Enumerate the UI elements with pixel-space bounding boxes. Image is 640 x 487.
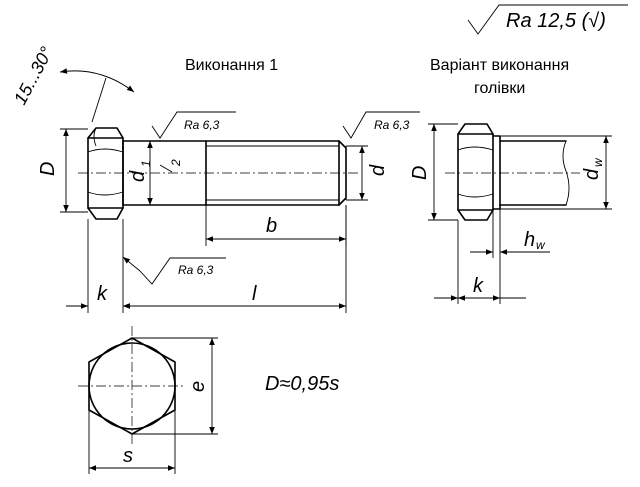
- general-roughness-label: Ra 12,5 (√): [506, 10, 606, 32]
- label-D-alt: D: [409, 166, 431, 180]
- variant-1-title: Виконання 1: [185, 57, 278, 74]
- roughness-mark-thread: Ra 6,3: [342, 111, 420, 139]
- roughness-mark-head: Ra 6,3: [122, 256, 226, 285]
- label-hw-sub: w: [536, 238, 546, 252]
- dim-d: d: [345, 145, 389, 201]
- angle-label: 15...30°: [10, 44, 57, 108]
- dim-dw: d w: [500, 135, 612, 210]
- label-d1: d: [127, 170, 149, 182]
- dim-D-main: D: [37, 128, 88, 213]
- roughness-mark-shank: Ra 6,3: [151, 111, 236, 139]
- dim-D-variant: D: [409, 123, 458, 221]
- dim-d1: d 1 2: [127, 141, 183, 205]
- label-d: d: [367, 164, 389, 176]
- label-dw: d: [581, 168, 603, 180]
- formula-text: D≈0,95s: [265, 373, 339, 395]
- general-roughness-symbol: Ra 12,5 (√): [467, 4, 628, 35]
- hex-end-view: [78, 326, 186, 446]
- label-k-alt: k: [473, 275, 484, 297]
- roughness-label-2: Ra 6,3: [374, 118, 410, 132]
- point-mark-label: 2: [169, 159, 183, 167]
- dim-b: b: [205, 205, 347, 246]
- label-dw-sub: w: [591, 157, 605, 167]
- bolt-side-view: [78, 127, 358, 220]
- label-s: s: [123, 445, 133, 467]
- label-k: k: [97, 283, 108, 305]
- dim-s: s: [88, 410, 176, 474]
- roughness-label-3: Ra 6,3: [178, 263, 214, 277]
- head-variant-view: [445, 123, 580, 221]
- head-variant-title-line2: голівки: [474, 80, 525, 97]
- roughness-label-1: Ra 6,3: [184, 118, 220, 132]
- label-l: l: [252, 283, 257, 305]
- label-d1-sub: 1: [139, 160, 153, 167]
- dim-k-l: k l: [66, 205, 347, 313]
- head-variant-title-line1: Варіант виконання: [430, 57, 569, 74]
- dim-hw: h w: [470, 209, 550, 258]
- chamfer-angle-annotation: 15...30°: [10, 44, 135, 123]
- label-D: D: [37, 162, 59, 176]
- label-e: e: [187, 381, 209, 392]
- label-hw: h: [524, 229, 535, 251]
- dim-k-variant: k: [434, 220, 526, 304]
- label-b: b: [266, 215, 277, 237]
